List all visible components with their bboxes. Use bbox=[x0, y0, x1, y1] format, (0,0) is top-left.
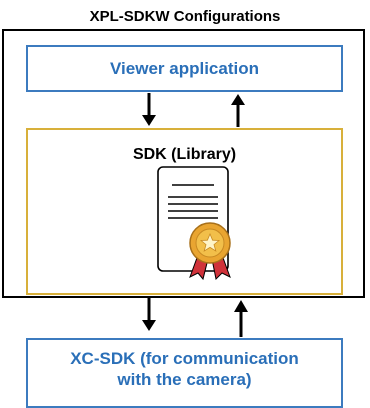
arrow-down-viewer-to-sdk bbox=[142, 93, 156, 126]
xc-sdk-label-line2: with the camera) bbox=[117, 370, 252, 389]
certificate-icon bbox=[157, 166, 231, 281]
xc-sdk-box: XC-SDK (for communication with the camer… bbox=[26, 338, 343, 408]
arrow-down-sdk-to-xc bbox=[142, 297, 156, 331]
sdk-library-label: SDK (Library) bbox=[132, 146, 237, 163]
xc-sdk-label-line1: XC-SDK (for communication bbox=[70, 349, 299, 368]
diagram-title: XPL-SDKW Configurations bbox=[89, 8, 281, 25]
xpl-sdkw-frame bbox=[2, 29, 365, 298]
sdk-library-box: SDK (Library) bbox=[26, 128, 343, 295]
viewer-application-label: Viewer application bbox=[110, 58, 259, 78]
medal-star bbox=[199, 232, 221, 252]
arrow-up-sdk-to-viewer bbox=[231, 94, 245, 127]
arrows-layer bbox=[142, 93, 248, 337]
viewer-application-box: Viewer application bbox=[26, 45, 343, 92]
arrow-up-xc-to-sdk bbox=[234, 300, 248, 337]
